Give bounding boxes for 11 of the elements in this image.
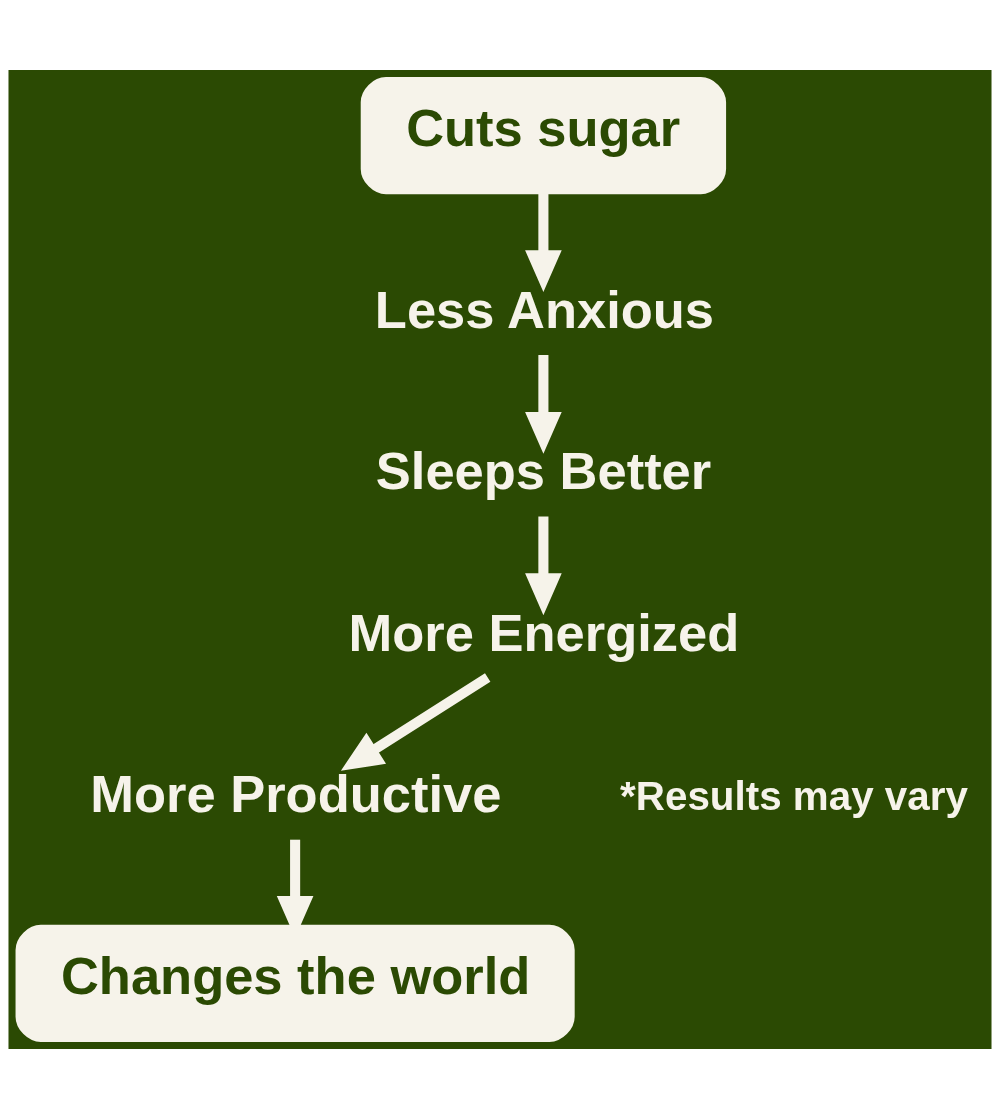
arrow (525, 354, 562, 454)
node-text: More Productive (90, 763, 502, 823)
arrow (340, 672, 491, 771)
node-box: Cuts sugar (360, 76, 727, 194)
node-text: Less Anxious (374, 279, 715, 339)
node-text: Sleeps Better (375, 440, 712, 500)
arrow (525, 193, 562, 292)
arrow (525, 516, 562, 615)
label: *Results may vary (620, 772, 968, 819)
node-text: More Energized (348, 602, 740, 662)
node-box: Changes the world (15, 924, 575, 1042)
